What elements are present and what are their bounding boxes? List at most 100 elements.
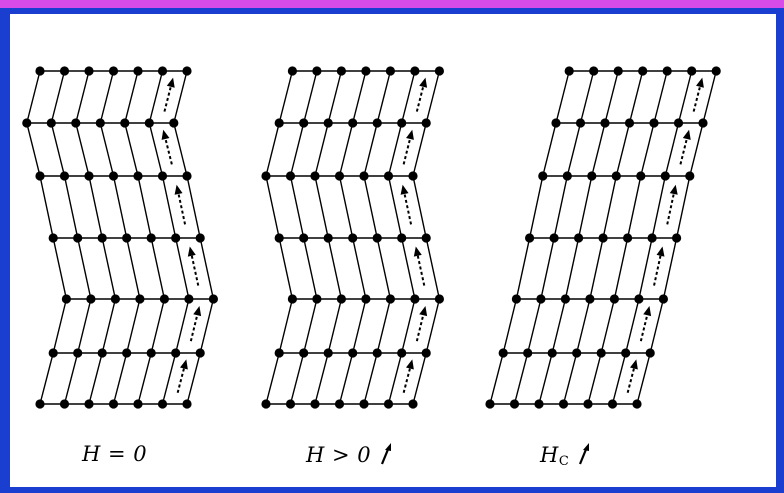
bond-line: [425, 237, 441, 300]
atom-dot: [408, 171, 418, 181]
bond-line: [527, 298, 542, 354]
bond-line: [101, 237, 117, 300]
atom-dot: [310, 171, 320, 181]
bond-line: [564, 237, 580, 300]
bond-line: [314, 175, 329, 239]
top-stripe: [0, 0, 784, 8]
atom-dot: [146, 348, 156, 358]
magnetization-arrow: [163, 134, 173, 165]
atom-dot: [312, 66, 322, 76]
bond-line: [303, 237, 318, 300]
atom-dot: [261, 399, 271, 409]
magnetization-arrow: [626, 363, 637, 394]
atom-dot: [299, 233, 309, 243]
bond-line: [376, 70, 392, 124]
atom-dot: [35, 66, 45, 76]
arrow-head: [174, 184, 183, 195]
bond-line: [173, 122, 188, 177]
bond-line: [314, 122, 329, 177]
bond-line: [401, 298, 416, 354]
caption-h-positive-text: H > 0: [306, 443, 372, 467]
bond-line: [576, 298, 591, 354]
bond-line: [649, 298, 665, 354]
atom-dot: [660, 171, 670, 181]
bond-line: [604, 70, 619, 124]
atom-dot: [348, 233, 358, 243]
bond-line: [338, 122, 354, 177]
bond-line: [651, 175, 666, 239]
atom-dot: [208, 294, 218, 304]
bond-line: [352, 70, 367, 124]
atom-dot: [372, 118, 382, 128]
bond-line: [653, 70, 668, 124]
bond-line: [63, 175, 79, 239]
atom-dot: [359, 171, 369, 181]
atom-dot: [572, 348, 582, 358]
bond-line: [265, 352, 280, 405]
bond-line: [664, 122, 680, 177]
atom-dot: [523, 348, 533, 358]
atom-dot: [195, 348, 205, 358]
atom-dot: [638, 66, 648, 76]
atom-dot: [84, 171, 94, 181]
bond-line: [161, 352, 177, 405]
bond-line: [363, 122, 378, 177]
bond-line: [75, 122, 90, 177]
bond-line: [39, 352, 54, 405]
bond-line: [199, 298, 215, 354]
bond-line: [327, 237, 343, 300]
bond-line: [278, 298, 294, 354]
bond-line: [148, 70, 164, 124]
atom-dot: [511, 294, 521, 304]
atom-dot: [685, 171, 695, 181]
bond-line: [689, 122, 704, 177]
bond-line: [626, 175, 642, 239]
atom-dot: [410, 294, 420, 304]
magnetization-arrow: [189, 310, 200, 342]
bond-line: [613, 237, 629, 300]
bond-line: [515, 237, 531, 300]
atom-dot: [575, 118, 586, 128]
atom-dot: [184, 294, 194, 304]
atom-dot: [157, 66, 168, 76]
bond-line: [376, 298, 392, 354]
arrow-head: [406, 129, 414, 140]
atom-dot: [645, 348, 655, 358]
bond-line: [538, 352, 553, 405]
bond-line: [611, 352, 627, 405]
bond-line: [540, 237, 555, 300]
bond-line: [675, 175, 691, 239]
bond-line: [112, 175, 128, 239]
atom-dot: [73, 348, 83, 358]
arrow-head: [166, 77, 175, 88]
atom-dot: [383, 171, 394, 181]
lattice-panel-3: [485, 66, 721, 409]
atom-dot: [146, 233, 156, 243]
atom-dot: [397, 233, 407, 243]
bond-line: [425, 298, 441, 354]
atom-dot: [611, 171, 621, 181]
arrow-head: [400, 184, 409, 195]
atom-dot: [171, 348, 181, 358]
caption-h-zero: H = 0: [82, 442, 147, 466]
bond-line: [150, 237, 166, 300]
atom-dot: [144, 118, 154, 128]
atom-dot: [274, 348, 284, 358]
atom-dot: [46, 118, 56, 128]
atom-dot: [587, 171, 597, 181]
bond-line: [352, 237, 367, 300]
bond-line: [99, 70, 115, 124]
bond-line: [363, 352, 378, 405]
atom-dot: [135, 294, 145, 304]
atom-dot: [48, 348, 58, 358]
bond-line: [555, 70, 570, 124]
arrow-head: [669, 184, 678, 195]
arrow-head: [419, 77, 428, 88]
atom-dot: [35, 399, 45, 409]
atom-dot: [157, 171, 168, 181]
magnetization-arrow: [639, 310, 650, 342]
atom-dot: [372, 348, 382, 358]
magnetization-arrow: [653, 251, 663, 286]
magnetization-arrow: [176, 363, 187, 394]
caption-h-critical-main: H: [540, 443, 559, 467]
